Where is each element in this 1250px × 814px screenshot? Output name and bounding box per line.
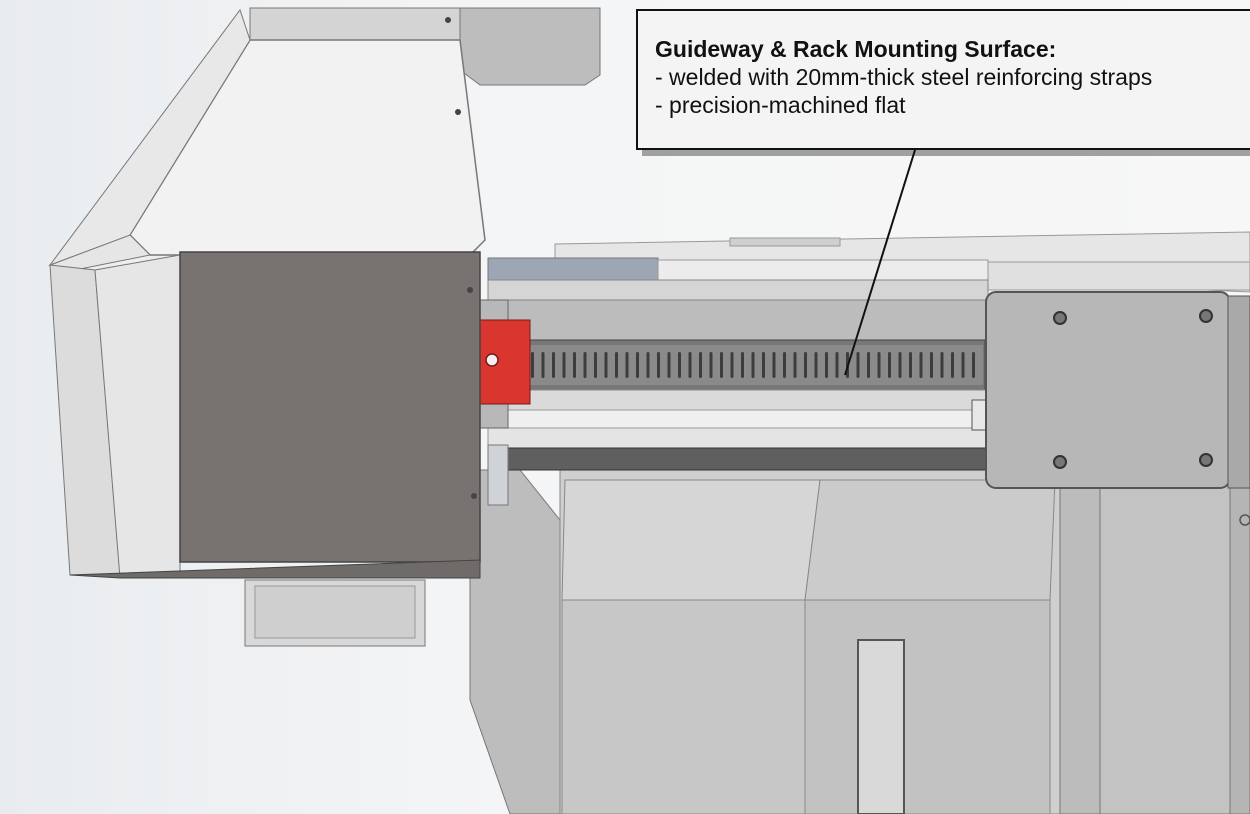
- head-assembly: [48, 7, 601, 647]
- rack-tooth: [835, 352, 839, 378]
- rack-tooth: [636, 352, 639, 378]
- rack-tooth: [804, 352, 807, 378]
- rack-tooth: [741, 352, 744, 378]
- rack-tooth: [940, 352, 944, 378]
- rack-tooth: [930, 352, 933, 378]
- rack-tooth: [856, 352, 860, 378]
- rack-tooth: [814, 352, 818, 378]
- rack-tooth: [562, 352, 566, 378]
- rack-tooth: [961, 352, 965, 378]
- rack-tooth: [730, 352, 734, 378]
- rack-tooth: [646, 352, 650, 378]
- rack-tooth: [552, 352, 555, 378]
- rack-tooth: [667, 352, 671, 378]
- rack-tooth: [594, 352, 597, 378]
- rack-tooth: [919, 352, 923, 378]
- rack-tooth: [762, 352, 765, 378]
- rack-tooth: [699, 352, 702, 378]
- callout-line-machined: - precision-machined flat: [655, 92, 906, 118]
- rack-tooth: [793, 352, 797, 378]
- rack-tooth: [888, 352, 891, 378]
- rack-tooth: [688, 352, 692, 378]
- callout-title: Guideway & Rack Mounting Surface:: [655, 36, 1057, 62]
- carriage-block: [477, 299, 531, 506]
- rack-tooth: [709, 352, 713, 378]
- rack-tooth: [615, 352, 618, 378]
- rack-tooth: [909, 352, 912, 378]
- rack-tooth: [720, 352, 723, 378]
- machine-base-frame: [469, 469, 1250, 814]
- top-rail-surface: [487, 231, 1250, 293]
- rack-tooth: [877, 352, 881, 378]
- gear-rack-teeth: [510, 352, 975, 378]
- rack-tooth: [573, 352, 576, 378]
- end-cap-plate: [985, 291, 1250, 489]
- callout-line-reinforcing: - welded with 20mm-thick steel reinforci…: [655, 64, 1153, 90]
- rack-tooth: [783, 352, 786, 378]
- rack-tooth: [867, 352, 870, 378]
- rack-tooth: [951, 352, 954, 378]
- rack-tooth: [751, 352, 755, 378]
- rack-tooth: [772, 352, 776, 378]
- rack-tooth: [531, 352, 534, 378]
- rack-tooth: [657, 352, 660, 378]
- annotation-callout: Guideway & Rack Mounting Surface: - weld…: [636, 9, 1250, 150]
- rack-tooth: [825, 352, 828, 378]
- rack-tooth: [604, 352, 608, 378]
- rack-tooth: [678, 352, 681, 378]
- rack-tooth: [625, 352, 629, 378]
- rack-tooth: [583, 352, 587, 378]
- rack-tooth: [972, 352, 975, 378]
- callout-leader-line: [844, 149, 916, 376]
- rack-tooth: [898, 352, 902, 378]
- rack-tooth: [541, 352, 545, 378]
